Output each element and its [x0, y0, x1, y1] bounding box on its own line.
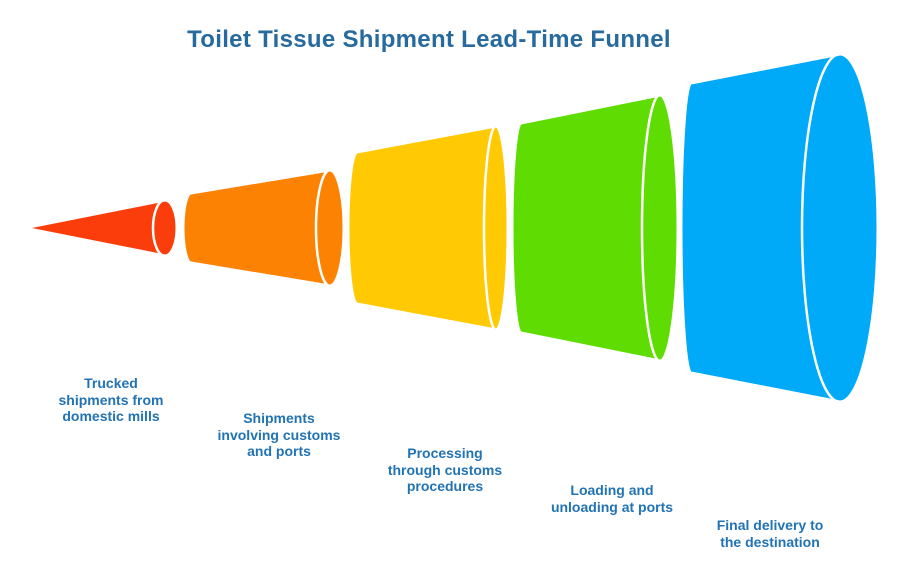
- stage-label-shipments-customs-ports: Shipments involving customs and ports: [169, 410, 389, 460]
- funnel-stage-5: [679, 52, 880, 404]
- stage-label-line: Shipments: [243, 410, 315, 426]
- funnel-stage-2: [181, 168, 346, 288]
- funnel-stage-1: [22, 198, 179, 258]
- funnel-stage-3: [346, 124, 510, 332]
- stage-label-line: the destination: [720, 533, 820, 550]
- funnel-stage-rim-2: [314, 168, 331, 288]
- stage-label-final-delivery: Final delivery to the destination: [660, 517, 880, 550]
- stage-label-line: unloading at ports: [550, 498, 674, 515]
- stage-label-processing-customs: Processing through customs procedures: [335, 445, 555, 495]
- funnel-stage-4: [510, 93, 680, 363]
- stage-label-loading-unloading: Loading and unloading at ports: [502, 482, 722, 515]
- stage-label-line: procedures: [406, 478, 484, 494]
- stage-label-line: Loading and: [570, 482, 654, 498]
- stage-label-line: shipments from: [58, 391, 164, 408]
- stage-label-trucked-shipments: Trucked shipments from domestic mills: [1, 375, 221, 425]
- funnel-stage-rim-1: [151, 198, 166, 258]
- chart-title: Toilet Tissue Shipment Lead-Time Funnel: [187, 26, 671, 53]
- funnel-stage-rim-4: [640, 93, 661, 363]
- stage-label-line: through customs: [387, 461, 503, 478]
- stage-label-line: Processing: [407, 445, 483, 461]
- stage-label-line: Final delivery to: [716, 517, 824, 533]
- funnel-stage-rim-5: [800, 52, 841, 404]
- stage-label-line: domestic mills: [62, 408, 160, 424]
- stage-label-line: and ports: [247, 443, 311, 459]
- stage-label-line: Trucked: [84, 375, 138, 391]
- funnel-stage-rim-3: [482, 124, 497, 332]
- stage-label-line: involving customs: [217, 426, 341, 443]
